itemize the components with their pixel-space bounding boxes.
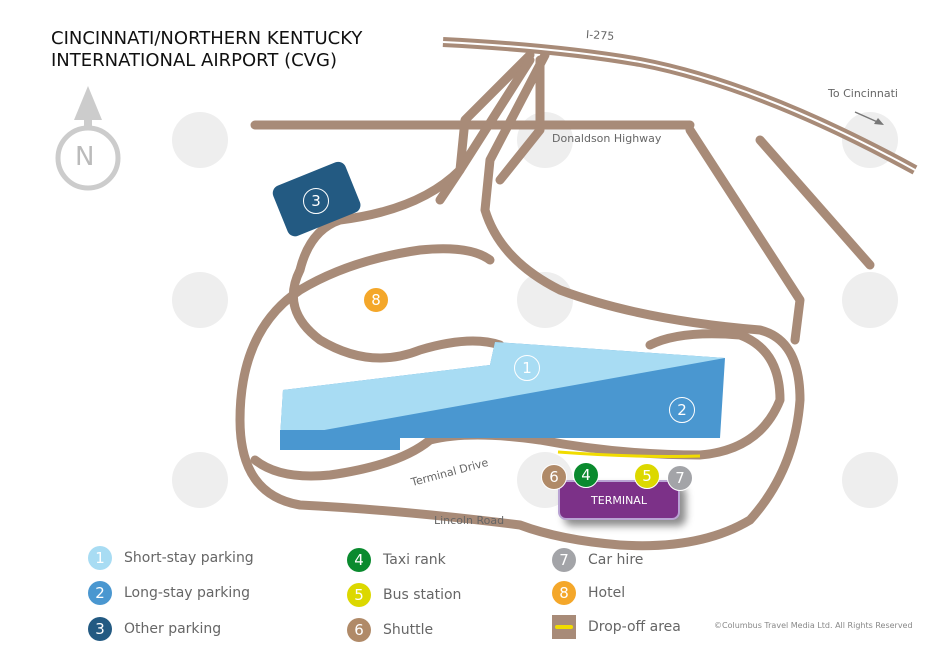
legend-long-stay: 2 Long-stay parking: [88, 580, 250, 606]
interstate-275: [442, 37, 918, 175]
legend-label: Short-stay parking: [124, 550, 254, 566]
legend-label: Other parking: [124, 621, 222, 637]
marker-other-parking[interactable]: 3: [303, 188, 329, 214]
map-title: CINCINNATI/NORTHERN KENTUCKY INTERNATION…: [51, 28, 362, 72]
legend-shuttle: 6 Shuttle: [347, 617, 433, 643]
drop-off-icon: [552, 615, 576, 639]
legend-short-stay: 1 Short-stay parking: [88, 545, 254, 571]
legend-badge: 7: [552, 548, 576, 572]
marker-taxi-rank[interactable]: 4: [573, 462, 599, 488]
title-line-1: CINCINNATI/NORTHERN KENTUCKY: [51, 28, 363, 49]
legend-car-hire: 7 Car hire: [552, 547, 643, 573]
legend-badge: 8: [552, 581, 576, 605]
legend-taxi: 4 Taxi rank: [347, 547, 446, 573]
marker-car-hire[interactable]: 7: [667, 465, 693, 491]
road-label-i275: I-275: [585, 28, 615, 43]
title-line-2: INTERNATIONAL AIRPORT (CVG): [51, 50, 337, 71]
legend-hotel: 8 Hotel: [552, 580, 625, 606]
ramp-center: [495, 55, 545, 185]
legend-badge: 5: [347, 583, 371, 607]
legend-label: Long-stay parking: [124, 585, 251, 601]
inner-loop-north: [288, 55, 535, 363]
legend-badge: 2: [88, 581, 112, 605]
legend-label: Shuttle: [383, 622, 434, 638]
outer-loop-road: [235, 50, 805, 551]
marker-hotel[interactable]: 8: [363, 287, 389, 313]
road-label-donaldson: Donaldson Highway: [552, 132, 662, 145]
road-label-to-cincinnati: To Cincinnati: [828, 87, 898, 100]
terminal-drive-road: [250, 329, 785, 481]
legend-drop-off: Drop-off area: [552, 614, 681, 640]
legend-other-parking: 3 Other parking: [88, 616, 221, 642]
parking-short-long: [280, 342, 725, 450]
legend-bus: 5 Bus station: [347, 582, 461, 608]
marker-bus-station[interactable]: 5: [634, 463, 660, 489]
legend-badge: 3: [88, 617, 112, 641]
drop-off-area-line: [557, 450, 701, 458]
compass-north-label: N: [75, 142, 95, 172]
copyright: ©Columbus Travel Media Ltd. All Rights R…: [714, 621, 913, 630]
connector-road-northeast: [755, 135, 875, 270]
marker-short-stay[interactable]: 1: [514, 355, 540, 381]
marker-long-stay[interactable]: 2: [669, 397, 695, 423]
legend-label: Taxi rank: [383, 552, 446, 568]
arrowhead-icon: [874, 118, 884, 125]
roads: [235, 50, 875, 551]
legend-label: Hotel: [588, 585, 626, 601]
terminal-label: TERMINAL: [591, 493, 647, 507]
legend-label: Bus station: [383, 587, 462, 603]
legend-badge: 6: [347, 618, 371, 642]
road-label-lincoln: Lincoln Road: [434, 514, 505, 527]
marker-shuttle[interactable]: 6: [541, 464, 567, 490]
legend-badge: 1: [88, 546, 112, 570]
short-stay-parking-area: [280, 342, 725, 438]
legend-badge: 4: [347, 548, 371, 572]
ramp-west: [435, 50, 535, 205]
connector-road-east: [685, 125, 805, 345]
legend-label: Car hire: [588, 552, 644, 568]
terminal-building[interactable]: TERMINAL: [558, 480, 680, 520]
legend-label: Drop-off area: [588, 619, 681, 635]
compass-icon: [55, 86, 121, 191]
